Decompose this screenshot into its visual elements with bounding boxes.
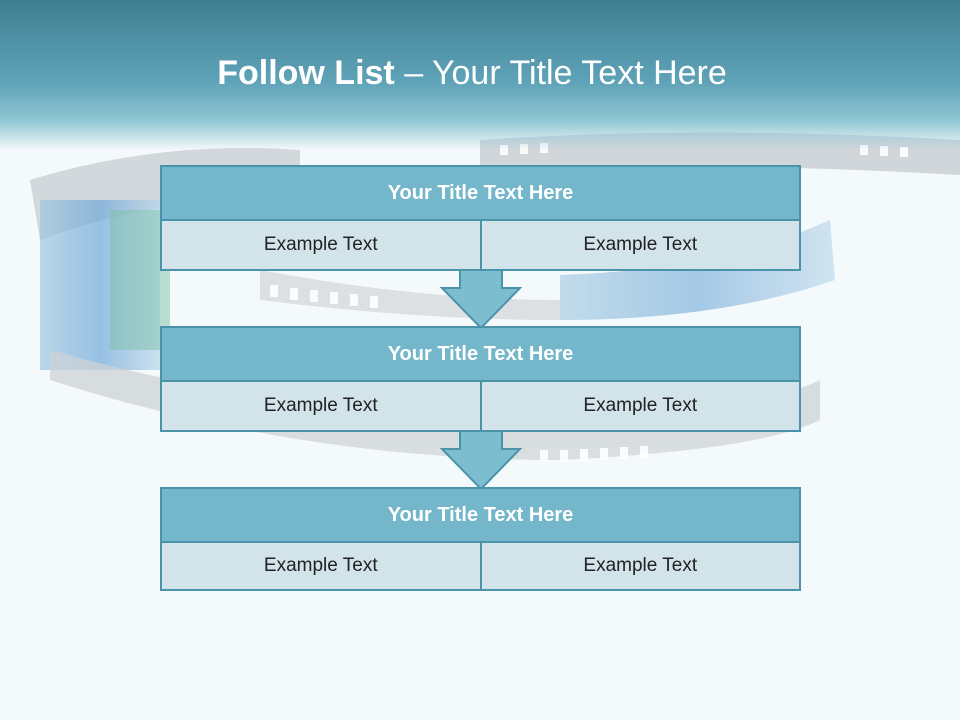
step-title: Your Title Text Here: [160, 487, 801, 543]
step-cell-left: Example Text: [160, 221, 482, 271]
step-row: Example Text Example Text: [160, 543, 801, 591]
step-box-2: Your Title Text Here Example Text Exampl…: [160, 326, 801, 432]
step-box-1: Your Title Text Here Example Text Exampl…: [160, 165, 801, 271]
step-cell-left: Example Text: [160, 543, 482, 591]
step-cell-right: Example Text: [481, 382, 801, 432]
step-row: Example Text Example Text: [160, 382, 801, 432]
slide-title-rest: – Your Title Text Here: [394, 54, 727, 92]
step-cell-right: Example Text: [481, 221, 801, 271]
slide-title-bold: Follow List: [217, 54, 395, 92]
step-title: Your Title Text Here: [160, 326, 801, 382]
step-cell-right: Example Text: [481, 543, 801, 591]
step-box-3: Your Title Text Here Example Text Exampl…: [160, 487, 801, 591]
step-cell-left: Example Text: [160, 382, 482, 432]
down-arrow-icon: [440, 431, 522, 491]
down-arrow-icon: [440, 270, 522, 330]
slide-title: Follow List – Your Title Text Here: [0, 54, 944, 93]
step-title: Your Title Text Here: [160, 165, 801, 221]
step-row: Example Text Example Text: [160, 221, 801, 271]
header-band: [0, 0, 960, 150]
